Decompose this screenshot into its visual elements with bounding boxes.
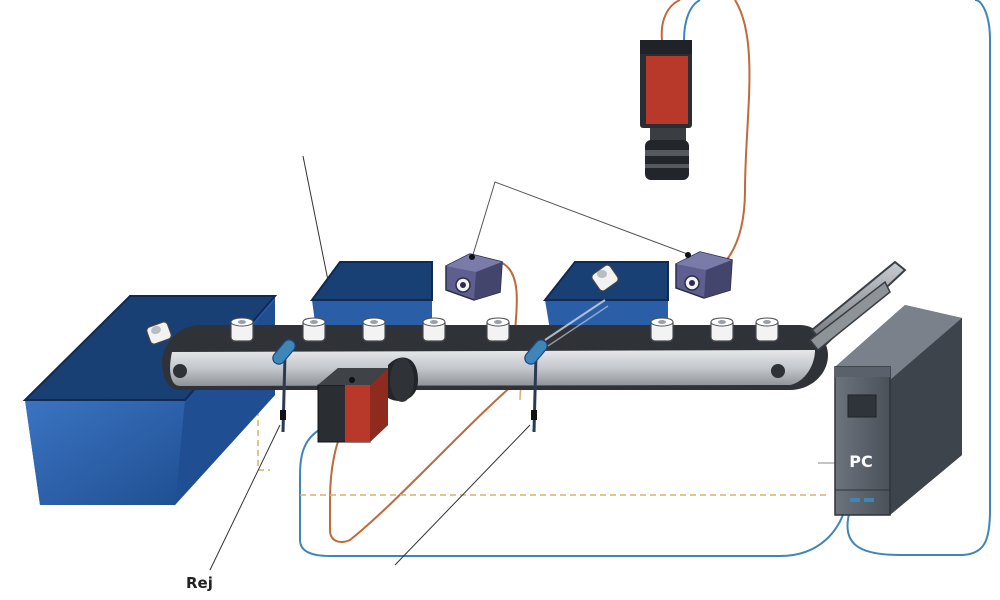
falling-part <box>591 264 619 292</box>
camera-cable-blue <box>683 0 701 41</box>
proximity-sensor-1 <box>445 253 503 301</box>
belt-roller-left <box>173 364 187 378</box>
side-camera-icon <box>317 357 418 443</box>
leader-line-reject <box>209 424 281 571</box>
top-camera-icon <box>640 40 692 180</box>
pusher-icon <box>281 354 287 433</box>
pc-drive-bay <box>847 394 877 418</box>
belt-part <box>755 317 779 342</box>
bin-middle-left <box>310 261 433 330</box>
parts-on-belt <box>230 317 779 342</box>
reject-label: Rej <box>186 574 213 592</box>
proximity-sensor-2 <box>675 251 733 299</box>
belt-part <box>230 317 254 342</box>
pc-tower-icon: PC <box>834 305 962 516</box>
belt-part <box>486 317 510 342</box>
pusher-2 <box>524 299 609 433</box>
camera-to-pc-cable <box>299 424 847 557</box>
belt-part <box>710 317 734 342</box>
belt-part <box>302 317 326 342</box>
bin-middle-right <box>542 261 669 330</box>
belt-roller-right <box>771 364 785 378</box>
camera-cable-orange <box>660 0 681 41</box>
pc-label: PC <box>849 452 872 471</box>
side-camera-cable-orange <box>329 369 531 543</box>
belt-part <box>650 317 674 342</box>
belt-part <box>362 317 386 342</box>
leader-line-sensors <box>471 181 691 259</box>
pc-cable-loop <box>846 0 991 556</box>
belt-part <box>422 317 446 342</box>
pusher-1 <box>272 339 296 433</box>
output-chute <box>808 260 907 352</box>
sensor-cable-orange <box>724 0 751 263</box>
leader-line-pusher2 <box>394 424 531 566</box>
sensor1-cable <box>499 261 518 331</box>
rejected-part <box>146 321 172 345</box>
